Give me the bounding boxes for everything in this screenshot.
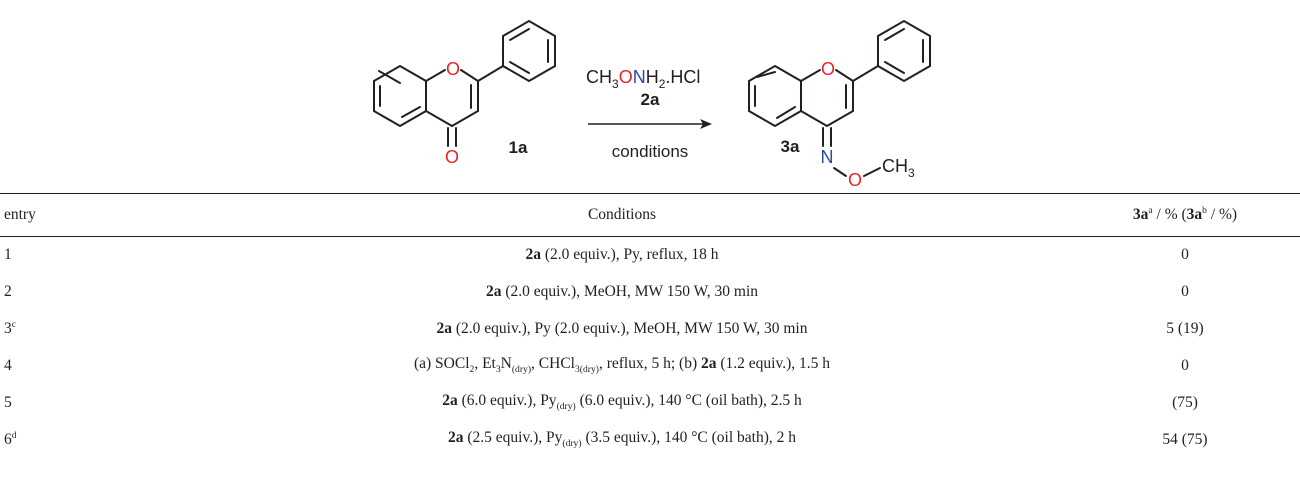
entry-footnote-mark: d — [11, 429, 17, 441]
header-conditions: Conditions — [587, 205, 657, 223]
yield-cell: 0 — [1181, 245, 1189, 263]
yield-cell: 0 — [1181, 282, 1189, 300]
conditions-cell: (a) SOCl2, Et3N(dry), CHCl3(dry), reflux… — [413, 355, 830, 376]
conditions-cell: 2a (2.5 equiv.), Py(dry) (3.5 equiv.), 1… — [448, 429, 796, 450]
reactant-ring-oxygen: O — [446, 59, 460, 79]
entry-cell: 1 — [4, 245, 12, 263]
entry-cell: 2 — [4, 282, 12, 300]
product-oxime-oxygen: O — [848, 170, 862, 190]
product-oxime-nitrogen: N — [821, 147, 834, 167]
table-row: 2 2a (2.0 equiv.), MeOH, MW 150 W, 30 mi… — [0, 273, 1300, 310]
reaction-arrow — [588, 119, 712, 129]
table-header-rule — [0, 236, 1300, 237]
reactant-label: 1a — [509, 138, 528, 157]
conditions-table: entry Conditions 3aa / % (3ab / %) 1 2a … — [0, 193, 1300, 458]
yield-cell: 5 (19) — [1166, 319, 1204, 337]
conditions-cell: 2a (6.0 equiv.), Py(dry) (6.0 equiv.), 1… — [442, 392, 802, 413]
entry-footnote-mark: c — [11, 318, 17, 330]
table-row: 1 2a (2.0 equiv.), Py, reflux, 18 h 0 — [0, 236, 1300, 273]
table-row: 3c 2a (2.0 equiv.), Py (2.0 equiv.), MeO… — [0, 310, 1300, 347]
reactant-carbonyl-oxygen: O — [445, 147, 459, 167]
reagent-label: 2a — [641, 90, 660, 109]
conditions-cell: 2a (2.0 equiv.), Py (2.0 equiv.), MeOH, … — [436, 319, 808, 337]
product-ring-oxygen: O — [821, 59, 835, 79]
entry-cell: 4 — [4, 356, 12, 374]
yield-cell: 54 (75) — [1162, 430, 1208, 448]
table-top-rule — [0, 193, 1300, 194]
table-header-row: entry Conditions 3aa / % (3ab / %) — [0, 193, 1300, 236]
yield-cell: (75) — [1172, 393, 1198, 411]
header-entry: entry — [4, 205, 36, 223]
product-methyl: CH3 — [882, 156, 915, 180]
table-row: 4 (a) SOCl2, Et3N(dry), CHCl3(dry), refl… — [0, 347, 1300, 384]
entry-cell: 3c — [4, 318, 17, 338]
header-yield: 3aa / % (3ab / %) — [1132, 204, 1238, 224]
entry-cell: 5 — [4, 393, 12, 411]
table-row: 5 2a (6.0 equiv.), Py(dry) (6.0 equiv.),… — [0, 384, 1300, 421]
reactant-flavone-structure — [373, 19, 556, 147]
table-row: 6d 2a (2.5 equiv.), Py(dry) (3.5 equiv.)… — [0, 421, 1300, 458]
yield-cell: 0 — [1181, 356, 1189, 374]
reaction-scheme: O O 1a CH3ONH2.HCl 2a conditions O N O C… — [373, 19, 931, 190]
reagent-formula: CH3ONH2.HCl — [586, 67, 700, 91]
conditions-label: conditions — [612, 142, 689, 161]
conditions-cell: 2a (2.0 equiv.), Py, reflux, 18 h — [525, 245, 719, 263]
entry-cell: 6d — [4, 429, 17, 449]
product-oxime-structure — [748, 19, 931, 177]
product-label: 3a — [781, 137, 800, 156]
conditions-cell: 2a (2.0 equiv.), MeOH, MW 150 W, 30 min — [485, 282, 759, 300]
